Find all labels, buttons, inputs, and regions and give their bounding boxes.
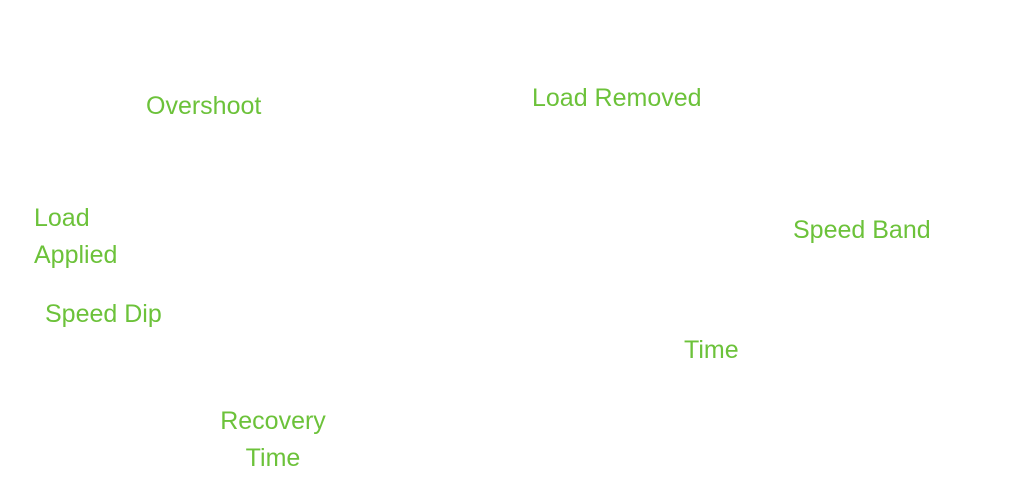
load-applied-label: Load Applied [34,200,117,274]
speed-band-label: Speed Band [793,216,931,244]
load-removed-label: Load Removed [532,84,702,112]
load-applied-line-2: Applied [34,241,118,269]
overshoot-label: Overshoot [146,92,262,120]
speed-dip-label: Speed Dip [45,300,162,328]
recovery-time-line-1: Recovery [220,407,326,435]
time-axis-label: Time [684,336,739,364]
recovery-time-label: Recovery Time [212,403,334,477]
recovery-time-line-2: Time [245,444,301,472]
load-applied-line-1: Load [34,204,90,232]
